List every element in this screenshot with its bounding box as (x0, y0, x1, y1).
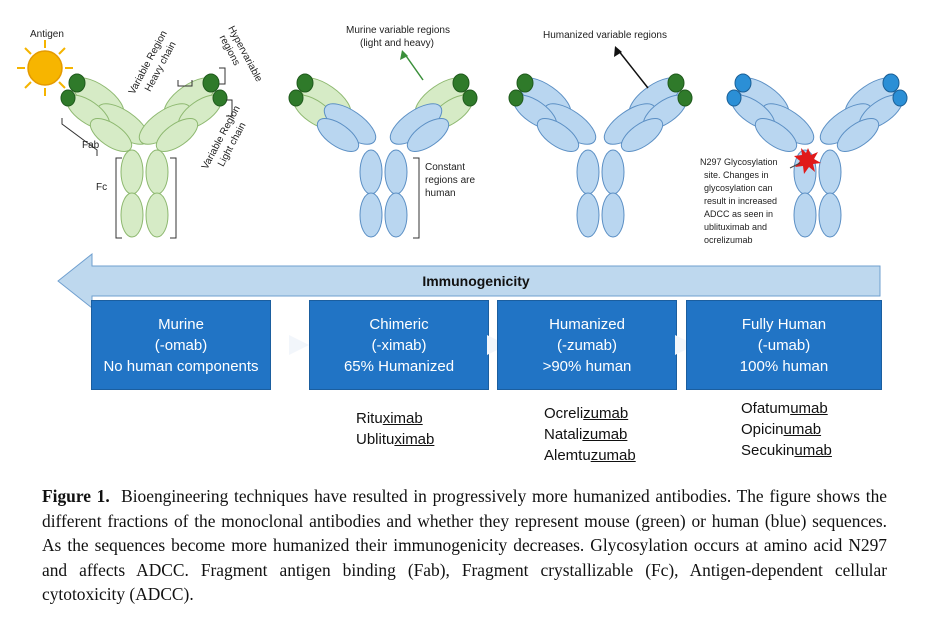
example-drug: Alemtuzumab (544, 447, 636, 464)
immunogenicity-arrow: Immunogenicity (57, 252, 881, 310)
example-drug: Secukinumab (741, 442, 832, 459)
stage-humanized-box: Humanized (-zumab) >90% human (497, 300, 677, 390)
glyco-label-4: result in increased (704, 196, 777, 206)
stage-title: Humanized (549, 316, 625, 333)
stage-description: No human components (103, 358, 259, 375)
antibody-humanized: Humanized variable regions (508, 30, 693, 238)
stage-fully-human-box: Fully Human (-umab) 100% human (686, 300, 882, 390)
stage-description: 65% Humanized (343, 358, 455, 375)
glyco-label-6: ublituximab and (704, 222, 767, 232)
antibody-murine: Antigen Fab Fc (17, 24, 264, 239)
stage-description: >90% human (542, 358, 632, 375)
antibody-fully-human: N297 Glycosylation site. Changes in glyc… (700, 73, 908, 245)
examples-fully-human: Ofatumumab Opicinumab Secukinumab (741, 398, 832, 461)
constant-label-3: human (425, 188, 456, 199)
antibody-diagram: Antigen Fab Fc (17, 24, 908, 310)
examples-humanized: Ocrelizumab Natalizumab Alemtuzumab (544, 403, 636, 466)
example-drug: Rituximab (356, 410, 423, 427)
glyco-label-5: ADCC as seen in (704, 209, 773, 219)
stage-suffix: (-umab) (757, 337, 811, 354)
example-drug: Opicinumab (741, 421, 822, 438)
figure-caption: Figure 1. Bioengineering techniques have… (42, 484, 887, 607)
caption-text: Bioengineering techniques have resulted … (42, 486, 887, 604)
stage-title: Fully Human (741, 316, 827, 333)
antibody-chimeric: Murine variable regions (light and heavy… (288, 25, 478, 239)
step-arrow-icon (289, 335, 309, 355)
stage-suffix: (-ximab) (371, 337, 427, 354)
example-drug: Ocrelizumab (544, 405, 629, 422)
fc-label: Fc (96, 182, 107, 193)
glyco-label-3: glycosylation can (704, 183, 773, 193)
example-drug: Ublituximab (356, 431, 435, 448)
example-drug: Natalizumab (544, 426, 628, 443)
stage-description: 100% human (739, 358, 829, 375)
antigen-label: Antigen (30, 29, 64, 40)
glycosylation-star-icon (794, 148, 821, 174)
humanized-variable-label: Humanized variable regions (543, 30, 667, 41)
stage-title: Murine (158, 316, 204, 333)
figure-label: Figure 1. (42, 486, 110, 506)
stage-suffix: (-zumab) (556, 337, 617, 354)
constant-label-2: regions are (425, 175, 475, 186)
glyco-label-1: N297 Glycosylation (700, 157, 778, 167)
example-drug: Ofatumumab (741, 400, 828, 417)
murine-variable-label-1: Murine variable regions (346, 25, 450, 36)
stage-suffix: (-omab) (154, 337, 208, 354)
immunogenicity-label: Immunogenicity (422, 273, 530, 289)
glyco-label-7: ocrelizumab (704, 235, 753, 245)
murine-variable-label-2: (light and heavy) (360, 38, 434, 49)
antigen-sun-icon (17, 40, 73, 96)
glyco-label-2: site. Changes in (704, 170, 769, 180)
fab-label: Fab (82, 140, 100, 151)
constant-label-1: Constant (425, 162, 465, 173)
stage-murine-box: Murine (-omab) No human components (91, 300, 271, 390)
stage-title: Chimeric (369, 316, 429, 333)
stage-chimeric-box: Chimeric (-ximab) 65% Humanized (309, 300, 489, 390)
examples-chimeric: Rituximab Ublituximab (356, 408, 434, 450)
